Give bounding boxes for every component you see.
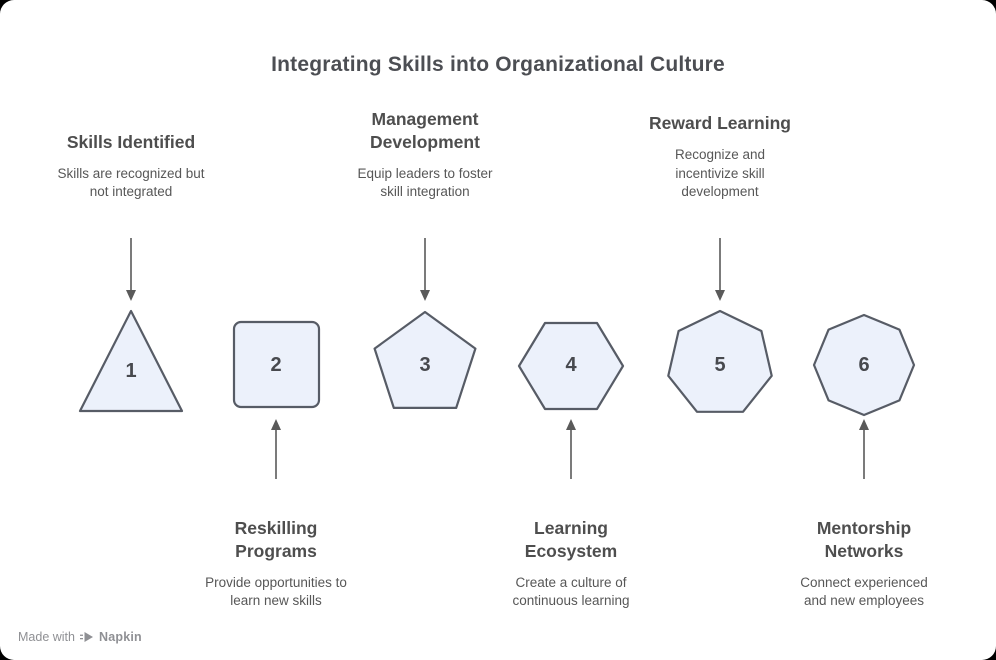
arrow-up-icon xyxy=(566,419,576,479)
arrow-up-icon xyxy=(271,419,281,479)
step-5-description: Recognize and incentivize skill developm… xyxy=(674,147,766,200)
step-6-label: Mentorship Networks Connect experienced … xyxy=(744,517,984,611)
step-5-shape-heptagon: 5 xyxy=(660,304,780,422)
arrow-down-icon xyxy=(126,238,136,301)
made-with-text: Made with xyxy=(18,630,75,644)
step-2-label: Reskilling Programs Provide opportunitie… xyxy=(156,517,396,611)
hexagon-icon xyxy=(517,321,625,411)
step-3-label: Management Development Equip leaders to … xyxy=(305,108,545,202)
napkin-logo-icon xyxy=(79,632,93,642)
brand-text: Napkin xyxy=(98,630,142,644)
step-5-number: 5 xyxy=(714,353,726,376)
heptagon-icon xyxy=(667,309,773,413)
pentagon-icon xyxy=(373,310,477,410)
step-4-label: Learning Ecosystem Create a culture of c… xyxy=(451,517,691,611)
step-1-description: Skills are recognized but not integrated xyxy=(57,165,205,200)
page-title: Integrating Skills into Organizational C… xyxy=(271,53,725,76)
step-4-heading: Learning Ecosystem xyxy=(524,518,618,561)
step-4-description: Create a culture of continuous learning xyxy=(512,574,630,609)
step-6-description: Connect experienced and new employees xyxy=(800,574,928,609)
step-5-heading: Reward Learning xyxy=(649,113,791,134)
square-icon xyxy=(232,320,321,409)
octagon-icon xyxy=(812,313,916,417)
step-4-shape-hexagon: 4 xyxy=(511,304,631,422)
step-3-number: 3 xyxy=(419,353,431,376)
step-1-heading: Skills Identified xyxy=(66,132,196,152)
step-6-shape-octagon: 6 xyxy=(804,304,924,422)
arrow-up-icon xyxy=(859,419,869,479)
step-4-number: 4 xyxy=(565,353,577,376)
napkin-watermark[interactable]: Made with Napkin xyxy=(18,630,142,644)
step-3-description: Equip leaders to foster skill integratio… xyxy=(357,165,493,200)
step-1-number: 1 xyxy=(125,359,137,382)
arrow-down-icon xyxy=(420,238,430,301)
arrow-down-icon xyxy=(715,238,725,301)
step-2-shape-square: 2 xyxy=(216,304,336,422)
triangle-icon xyxy=(78,309,184,413)
step-3-heading: Management Development xyxy=(370,109,480,152)
step-3-shape-pentagon: 3 xyxy=(365,304,485,422)
step-2-number: 2 xyxy=(270,353,282,376)
step-6-heading: Mentorship Networks xyxy=(816,518,912,561)
step-1-label: Skills Identified Skills are recognized … xyxy=(11,131,251,202)
step-1-shape-triangle: 1 xyxy=(71,304,191,422)
step-6-number: 6 xyxy=(858,353,870,376)
step-2-description: Provide opportunities to learn new skill… xyxy=(205,574,347,609)
step-2-heading: Reskilling Programs xyxy=(234,518,318,561)
step-5-label: Reward Learning Recognize and incentiviz… xyxy=(600,112,840,202)
